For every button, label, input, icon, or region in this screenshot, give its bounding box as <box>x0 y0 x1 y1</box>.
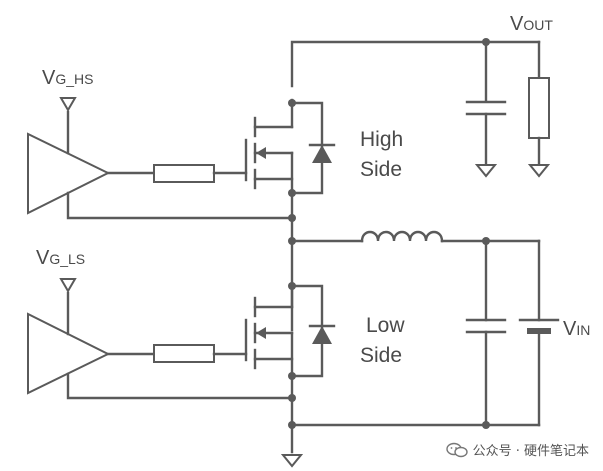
high-side-driver <box>27 97 294 220</box>
high-side-label-2: Side <box>360 158 402 181</box>
high-side-label-1: High <box>360 128 403 151</box>
body-diode-ls <box>312 326 332 344</box>
low-side-driver <box>27 278 294 400</box>
low-side-label-1: Low <box>366 314 405 337</box>
low-side-label-2: Side <box>360 344 402 367</box>
ground-icon <box>280 454 304 468</box>
body-diode-hs <box>312 145 332 163</box>
switch-node <box>288 214 541 332</box>
ground-icon <box>474 164 498 178</box>
output-capacitor <box>465 100 507 178</box>
vout-label: VOUT <box>510 13 553 35</box>
ground-icon <box>527 164 551 178</box>
input-source <box>518 239 560 427</box>
vin-label: VIN <box>563 318 590 340</box>
vg-ls-label: VG_LS <box>36 247 85 269</box>
load-resistor <box>527 77 551 178</box>
inductor-coil <box>360 230 444 243</box>
supply-arrow-icon <box>59 278 77 293</box>
output-rail <box>290 38 541 102</box>
input-capacitor <box>465 239 507 427</box>
gate-resistor-ls <box>153 344 215 363</box>
gate-resistor-hs <box>153 164 215 183</box>
supply-arrow-icon <box>59 97 77 112</box>
low-side-mosfet <box>244 282 336 454</box>
vg-hs-label: VG_HS <box>42 67 93 89</box>
wechat-icon <box>445 442 468 457</box>
watermark-text: 公众号 · 硬件笔记本 <box>472 444 589 459</box>
watermark: 公众号 · 硬件笔记本 <box>445 440 589 459</box>
high-side-mosfet <box>244 98 336 220</box>
ground-rail <box>280 394 541 468</box>
output-junction-dot <box>482 38 490 46</box>
